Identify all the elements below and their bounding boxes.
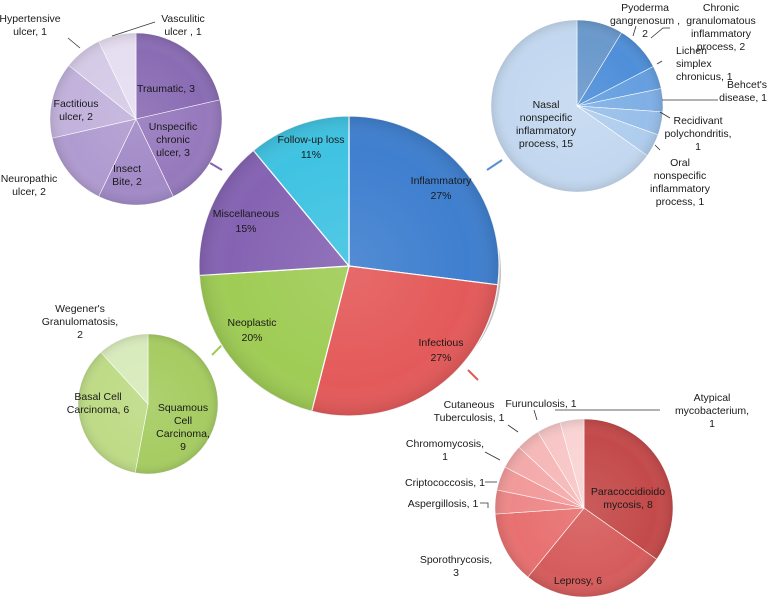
leader-lichen <box>656 60 663 65</box>
neoplastic-subpie-shade <box>78 334 218 474</box>
inflammatory-subpie-shade <box>491 20 663 192</box>
label-miscellaneous-pct: 15% <box>235 223 256 235</box>
leader-vasculitic <box>111 21 156 37</box>
connector-infectious <box>467 369 479 381</box>
label-neoplastic: Neoplastic <box>227 317 276 329</box>
miscellaneous-subpie-shade <box>50 33 222 205</box>
leader-oral <box>654 144 661 151</box>
label-traumatic: Traumatic, 3 <box>137 83 195 95</box>
main-pie-shade <box>199 116 499 416</box>
label-follow-up-loss-pct: 11% <box>301 149 321 161</box>
label-infectious-pct: 27% <box>430 352 451 364</box>
label-criptococcosis: Criptococcosis, 1 <box>405 477 485 489</box>
leader-cutaneous-tb <box>507 424 519 433</box>
leader-hypertensive <box>67 37 81 49</box>
connector-inflammatory <box>486 159 503 171</box>
label-furunculosis: Furunculosis, 1 <box>505 398 576 410</box>
connector-neoplastic <box>211 344 223 356</box>
leader-furunculosis <box>533 409 538 421</box>
label-miscellaneous: Miscellaneous <box>213 208 280 220</box>
label-inflammatory: Inflammatory <box>411 175 472 187</box>
label-sporothrycosis: Sporothrycosis,3 <box>420 554 492 579</box>
leader-recidivant <box>659 111 671 119</box>
label-infectious: Infectious <box>419 337 464 349</box>
infectious-subpie-shade <box>495 419 673 597</box>
label-follow-up-loss: Follow-up loss <box>277 134 344 146</box>
label-aspergillosis: Aspergillosis, 1 <box>408 498 479 510</box>
leader-chromomycosis <box>484 451 501 461</box>
label-neoplastic-pct: 20% <box>241 332 262 344</box>
label-inflammatory-pct: 27% <box>430 190 451 202</box>
label-leprosy: Leprosy, 6 <box>554 575 602 587</box>
label-chromomycosis: Chromomycosis,1 <box>406 438 484 463</box>
leader-chronic-granulomatous <box>650 27 670 39</box>
leader-pyoderma <box>632 25 637 37</box>
leader-lines <box>67 21 718 508</box>
leader-aspergillosis <box>480 502 489 508</box>
